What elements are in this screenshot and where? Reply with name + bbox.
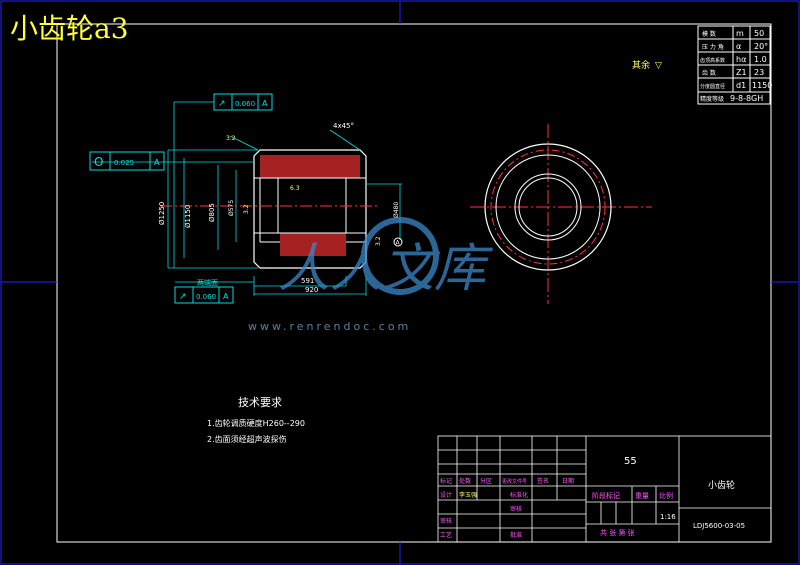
datum-circle-icon	[393, 237, 403, 247]
end-view	[470, 124, 652, 304]
tech-req-title: 技术要求	[238, 396, 282, 409]
dia-pitch-dim: Ø1150	[184, 205, 192, 228]
mark-label: 阶段标记	[592, 491, 620, 500]
param-label: 齿顶高系数	[700, 57, 725, 64]
approve-label: 批准	[510, 531, 522, 539]
param-label: 压 力 角	[702, 43, 724, 51]
param-sym: hα	[736, 55, 746, 64]
param-val: 1150	[752, 81, 772, 90]
param-label: 分度圆直径	[700, 83, 725, 90]
param-sym: m	[736, 29, 744, 38]
datum-ref: A	[154, 158, 160, 167]
std-label: 标准化	[510, 491, 528, 499]
roughness-mid: 6.3	[290, 185, 300, 192]
param-label: 模 数	[702, 30, 716, 38]
tolerance-value: 0.025	[114, 159, 134, 167]
param-label: 精度等级	[700, 95, 724, 103]
page-title: 小齿轮a3	[10, 12, 129, 45]
designer-name: 李玉强	[459, 491, 477, 499]
title-block	[437, 435, 772, 543]
rev-header: 更改文件号	[502, 478, 527, 485]
chamfer-dim: 4x45°	[333, 122, 354, 130]
dia-bore-dim: Ø805	[208, 203, 216, 222]
datum-ref: A	[223, 292, 229, 301]
datum-ref: A	[262, 99, 268, 108]
gdt-frame-top: ↗ 0.060 A	[213, 93, 273, 111]
material: 55	[624, 456, 637, 467]
param-val: 20°	[754, 42, 768, 51]
weight-label: 重量	[635, 492, 649, 500]
tech-req-item: 1.齿轮调质硬度H260--290	[207, 418, 305, 428]
bottom-face-label: 两端面	[197, 278, 218, 287]
designer-label: 设计	[440, 491, 452, 499]
runout-icon: ↗	[179, 292, 187, 302]
dia-key-dim: Ø480	[393, 202, 400, 218]
datum-letter: A	[396, 240, 401, 247]
scale-value: 1:16	[660, 513, 676, 521]
watermark: 人人文库 www.renrendoc.com	[248, 217, 494, 333]
roughness-side: 3.2	[243, 204, 250, 214]
rev-header: 标记	[440, 477, 452, 485]
param-label: 齿 数	[702, 69, 716, 77]
runout-icon: ↗	[218, 99, 226, 109]
rev-header: 日期	[562, 477, 574, 485]
tolerance-value: 0.060	[196, 293, 216, 301]
tech-req-item: 2.齿面须经超声波探伤	[207, 434, 287, 444]
param-val: 23	[754, 68, 764, 77]
param-sym: d1	[736, 81, 746, 90]
tolerance-value: 0.060	[235, 100, 255, 108]
dia-bore2-dim: Ø575	[228, 200, 235, 216]
gdt-frame-bottom: ↗ 0.060 A	[174, 286, 234, 304]
param-val: 9-8-8GH	[730, 94, 763, 103]
rev-header: 处数	[459, 477, 471, 485]
rev-header: 签名	[537, 477, 549, 485]
param-val: 50	[754, 29, 764, 38]
roughness-top: 3.2	[226, 135, 236, 142]
part-name: 小齿轮	[708, 479, 735, 491]
scale-label: 比例	[659, 491, 673, 500]
dimensions	[92, 101, 402, 296]
rev-header: 分区	[480, 477, 492, 485]
checker-label-1: 审核	[510, 505, 522, 513]
section-view	[160, 149, 380, 269]
inner-frame	[56, 23, 772, 543]
param-table: 模 数 m 50 压 力 角 α 20° 齿顶高系数 hα 1.0 齿 数 Z1…	[697, 25, 772, 105]
dia-outer-dim: Ø1250	[158, 202, 166, 225]
watermark-text: 人人文库	[278, 239, 494, 299]
param-sym: Z1	[736, 68, 747, 77]
param-sym: α	[736, 42, 741, 51]
param-val: 1.0	[754, 55, 767, 64]
watermark-url: www.renrendoc.com	[248, 320, 411, 333]
gdt-frame-left: O 0.025 A	[89, 151, 165, 171]
checker-label-2: 审核	[440, 517, 452, 525]
sheet-label: 共 张 第 张	[600, 528, 635, 537]
roughness-note: 其余	[632, 59, 650, 71]
length-outer-dim: 920	[305, 286, 318, 294]
roughness-symbol-icon: ▽	[655, 61, 662, 71]
drawing-number: LDJ5600-03-05	[693, 522, 745, 530]
craft-label: 工艺	[440, 531, 452, 539]
roughness-right: 3.2	[375, 236, 382, 246]
circularity-icon: O	[94, 155, 103, 169]
length-inner-dim: 591	[301, 277, 314, 285]
